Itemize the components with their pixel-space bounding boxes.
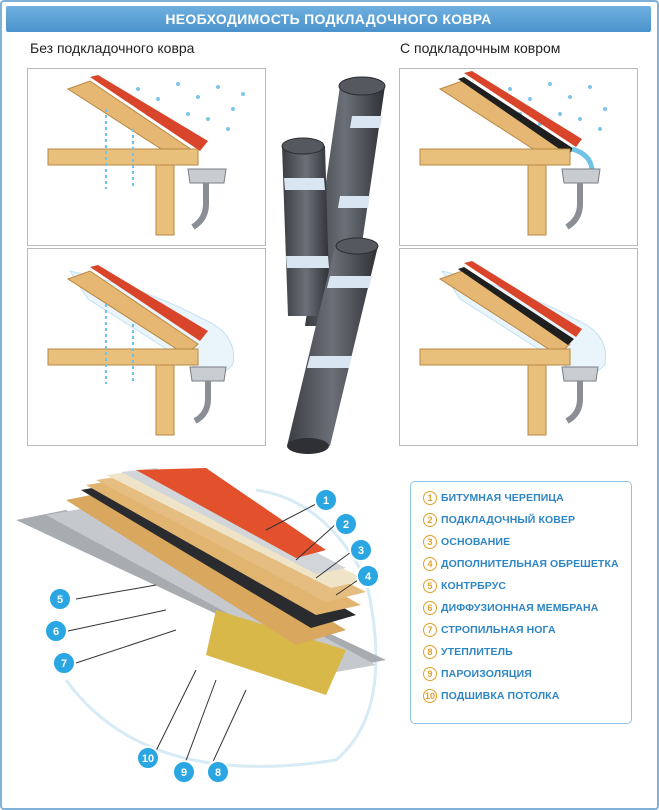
callout-8: 8 bbox=[215, 767, 221, 779]
legend-label: КОНТРБРУС bbox=[441, 580, 507, 592]
legend-item: 2 ПОДКЛАДОЧНЫЙ КОВЕР bbox=[423, 510, 575, 530]
legend-number: 4 bbox=[423, 557, 437, 571]
gutter bbox=[561, 168, 601, 184]
callout-1: 1 bbox=[323, 495, 329, 507]
legend-item: 4 ДОПОЛНИТЕЛЬНАЯ ОБРЕШЕТКА bbox=[423, 554, 619, 574]
legend-item: 7 СТРОПИЛЬНАЯ НОГА bbox=[423, 620, 556, 640]
panel-with-rain bbox=[399, 68, 638, 246]
legend-number: 10 bbox=[423, 689, 437, 703]
label-without-underlayment: Без подкладочного ковра bbox=[30, 40, 195, 56]
gutter bbox=[561, 366, 599, 382]
downpipe bbox=[193, 381, 211, 424]
legend-label: ПОДКЛАДОЧНЫЙ КОВЕР bbox=[441, 514, 576, 526]
callout-9: 9 bbox=[181, 767, 187, 779]
gutter bbox=[187, 168, 227, 184]
callout-5: 5 bbox=[57, 594, 63, 606]
post bbox=[155, 364, 175, 436]
leak-streams bbox=[105, 109, 134, 189]
downpipe bbox=[565, 183, 583, 230]
rafter bbox=[47, 348, 199, 366]
legend-label: ОСНОВАНИЕ bbox=[441, 536, 511, 548]
legend-number: 3 bbox=[423, 535, 437, 549]
legend-label: СТРОПИЛЬНАЯ НОГА bbox=[441, 624, 556, 636]
underlayment bbox=[458, 267, 574, 345]
legend-number: 1 bbox=[423, 491, 437, 505]
callout-10: 10 bbox=[142, 753, 154, 765]
legend-number: 8 bbox=[423, 645, 437, 659]
callout-markers bbox=[44, 488, 380, 784]
legend-number: 6 bbox=[423, 601, 437, 615]
post bbox=[527, 164, 547, 236]
callout-7: 7 bbox=[61, 658, 67, 670]
panel-without-snow bbox=[27, 248, 266, 446]
legend-number: 9 bbox=[423, 667, 437, 681]
legend-number: 5 bbox=[423, 579, 437, 593]
roof-tiles bbox=[464, 71, 582, 147]
gutter bbox=[189, 366, 227, 382]
post bbox=[155, 164, 175, 236]
legend-item: 8 УТЕПЛИТЕЛЬ bbox=[423, 642, 513, 662]
roof-deck bbox=[438, 270, 571, 356]
layer-bitumen-shingles bbox=[136, 468, 326, 558]
rafter bbox=[419, 348, 571, 366]
water-into-gutter bbox=[571, 146, 595, 170]
roof-deck bbox=[66, 270, 199, 356]
roof-tiles bbox=[90, 265, 208, 341]
downpipe bbox=[191, 183, 209, 230]
roof-tiles bbox=[464, 261, 582, 337]
callout-2: 2 bbox=[343, 519, 349, 531]
panel-without-rain bbox=[27, 68, 266, 246]
callout-3: 3 bbox=[358, 545, 364, 557]
legend-item: 1 БИТУМНАЯ ЧЕРЕПИЦА bbox=[423, 488, 564, 508]
legend-item: 10 ПОДШИВКА ПОТОЛКА bbox=[423, 686, 559, 706]
legend-number: 2 bbox=[423, 513, 437, 527]
legend-label: ДОПОЛНИТЕЛЬНАЯ ОБРЕШЕТКА bbox=[441, 558, 619, 570]
panel-with-snow bbox=[399, 248, 638, 446]
downpipe bbox=[565, 381, 583, 424]
legend-item: 3 ОСНОВАНИЕ bbox=[423, 532, 510, 552]
roof-tiles bbox=[90, 75, 208, 151]
rain-drops bbox=[508, 82, 607, 131]
label-with-underlayment: С подкладочным ковром bbox=[400, 40, 561, 56]
roof-layers-cutaway: 1 2 3 4 5 6 7 8 9 10 bbox=[6, 460, 406, 806]
callout-4: 4 bbox=[365, 571, 372, 583]
legend-label: ДИФФУЗИОННАЯ МЕМБРАНА bbox=[441, 602, 599, 614]
legend-item: 6 ДИФФУЗИОННАЯ МЕМБРАНА bbox=[423, 598, 598, 618]
layer-insulation bbox=[206, 610, 346, 695]
legend-label: ПАРОИЗОЛЯЦИЯ bbox=[441, 668, 532, 680]
legend-number: 7 bbox=[423, 623, 437, 637]
underlayment bbox=[458, 77, 574, 155]
legend-label: БИТУМНАЯ ЧЕРЕПИЦА bbox=[441, 492, 564, 504]
rafter bbox=[419, 148, 571, 166]
legend-label: ПОДШИВКА ПОТОЛКА bbox=[441, 690, 560, 702]
legend-label: УТЕПЛИТЕЛЬ bbox=[441, 646, 513, 658]
roll-2 bbox=[281, 137, 330, 316]
layer-legend: 1 БИТУМНАЯ ЧЕРЕПИЦА 2 ПОДКЛАДОЧНЫЙ КОВЕР… bbox=[410, 481, 632, 724]
callout-leaders bbox=[67, 503, 362, 767]
underlayment-rolls bbox=[270, 66, 400, 456]
page-title: НЕОБХОДИМОСТЬ ПОДКЛАДОЧНОГО КОВРА bbox=[6, 6, 651, 32]
post bbox=[527, 364, 547, 436]
legend-item: 9 ПАРОИЗОЛЯЦИЯ bbox=[423, 664, 532, 684]
leak-streams bbox=[105, 304, 134, 384]
callout-6: 6 bbox=[53, 626, 59, 638]
legend-item: 5 КОНТРБРУС bbox=[423, 576, 506, 596]
rafter bbox=[47, 148, 199, 166]
roll-3 bbox=[287, 237, 379, 454]
